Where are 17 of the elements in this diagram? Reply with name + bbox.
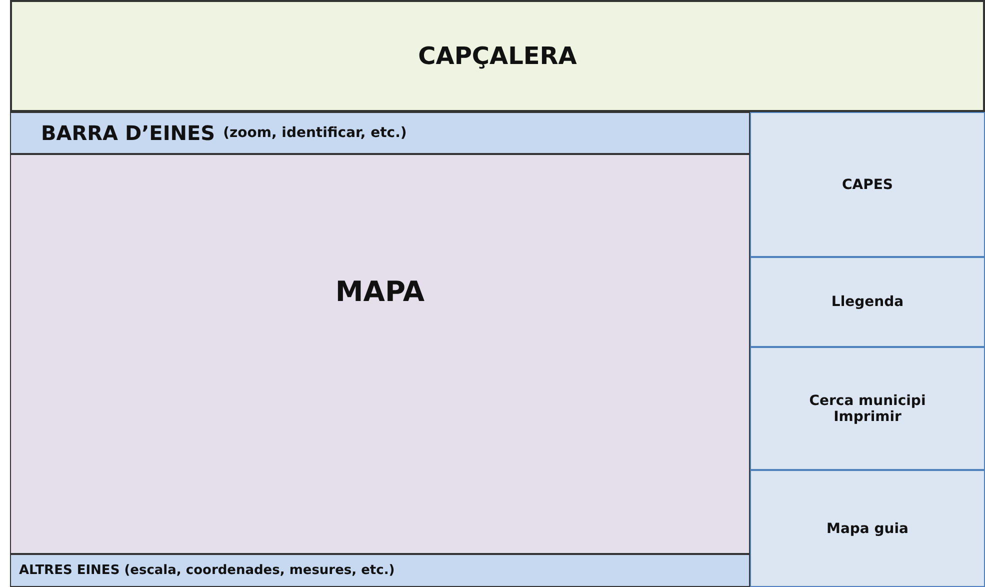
bottom-tools-text: ALTRES EINES (escala, coordenades, mesures, etc.) <box>19 563 395 578</box>
header-title: CAPÇALERA <box>418 42 577 70</box>
panel-text: Mapa guia <box>826 520 908 536</box>
panel-section <box>750 347 985 470</box>
map-area <box>10 154 750 554</box>
panel-section <box>750 112 985 257</box>
panel-text: Llegenda <box>831 294 904 310</box>
toolbar-note: (zoom, identificar, etc.) <box>223 125 407 141</box>
bottom-tools-band <box>10 554 750 587</box>
panel-section <box>750 470 985 587</box>
header-band <box>10 0 985 112</box>
panel-text: Cerca municipi Imprimir <box>808 392 927 424</box>
toolbar-band <box>10 112 750 154</box>
toolbar-title: BARRA D’EINES <box>41 121 216 145</box>
map-title: MAPA <box>335 275 425 308</box>
panel-section <box>750 257 985 347</box>
panel-text: CAPES <box>842 176 894 192</box>
